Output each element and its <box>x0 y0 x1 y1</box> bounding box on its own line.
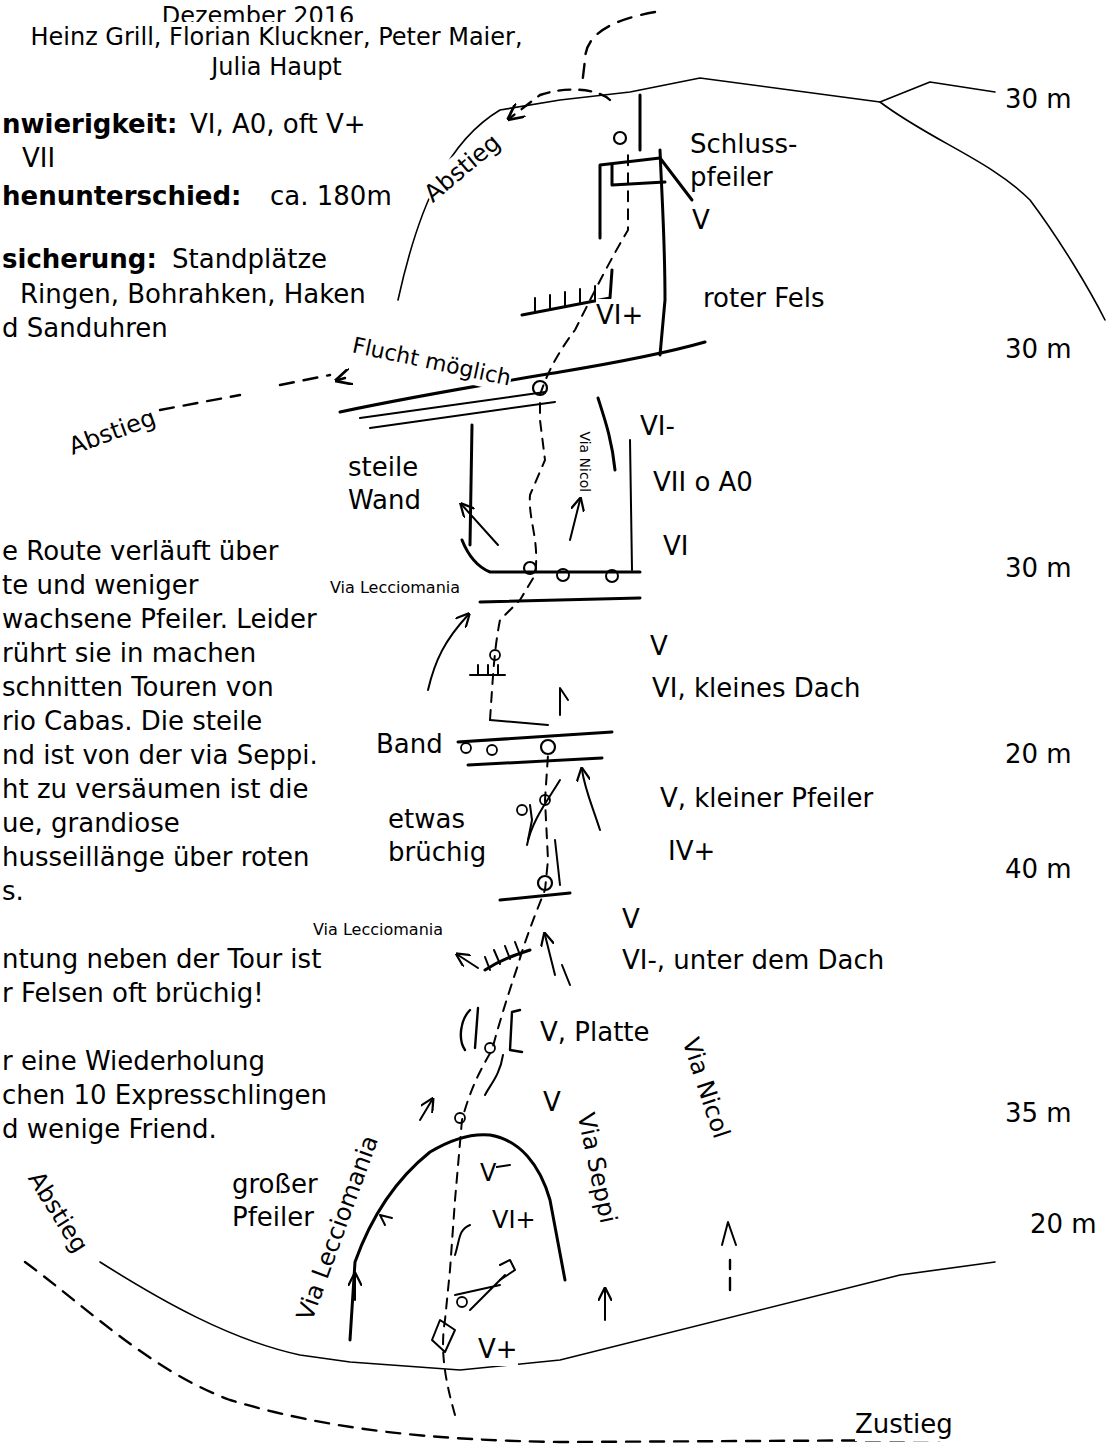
description-line: e Route verläuft über <box>2 535 279 568</box>
grade-label: V <box>650 630 668 663</box>
route-name: Via Seppi <box>571 1110 624 1226</box>
description-line: ht zu versäumen ist die <box>2 773 308 806</box>
pitch-length: 20 m <box>1005 738 1072 771</box>
description-line: nd ist von der via Seppi. <box>2 739 318 772</box>
grade-label: VI-, unter dem Dach <box>622 944 884 977</box>
info-text: VII <box>22 142 55 175</box>
route-name: Via Lecciomania <box>330 578 460 598</box>
warning-line: r Felsen oft brüchig! <box>2 977 264 1010</box>
info-heading: nwierigkeit: <box>2 108 177 141</box>
description-line: te und weniger <box>2 569 198 602</box>
grade-label: VI+ <box>596 299 643 332</box>
description-line: husseillänge über roten <box>2 841 310 874</box>
info-text: VI, A0, oft V+ <box>190 108 365 141</box>
pitch-length: 30 m <box>1005 333 1072 366</box>
grade-label: VI, kleines Dach <box>652 672 861 705</box>
grade-label: V <box>480 1158 496 1188</box>
gear-line: d wenige Friend. <box>2 1113 217 1146</box>
gear-line: chen 10 Expresschlingen <box>2 1079 327 1112</box>
info-heading: sicherung: <box>2 243 157 276</box>
description-line: rührt sie in machen <box>2 637 256 670</box>
pitch-length: 35 m <box>1005 1097 1072 1130</box>
grade-label: VI <box>663 530 688 563</box>
route-name: Via Nicol <box>676 1034 737 1142</box>
author-text: Heinz Grill, Florian Kluckner, Peter Mai… <box>4 22 549 82</box>
feature-label: Band <box>376 728 443 761</box>
pitch-length: 20 m <box>1030 1208 1097 1241</box>
descent-label: Abstieg <box>64 402 159 461</box>
grade-label: V, kleiner Pfeiler <box>660 782 873 815</box>
gear-line: r eine Wiederholung <box>2 1045 265 1078</box>
info-text: Standplätze <box>172 243 327 276</box>
pitch-length: 40 m <box>1005 853 1072 886</box>
feature-label: großer Pfeiler <box>232 1168 332 1233</box>
grade-label: V <box>543 1086 561 1119</box>
description-line: rio Cabas. Die steile <box>2 705 262 738</box>
grade-label: V, Platte <box>540 1016 650 1049</box>
feature-label: etwas brüchig <box>388 803 498 868</box>
info-heading: henunterschied: <box>2 180 242 213</box>
feature-label: roter Fels <box>703 282 824 315</box>
grade-label: VII o A0 <box>653 466 753 499</box>
description-line: wachsene Pfeiler. Leider <box>2 603 317 636</box>
descent-label: Abstieg <box>418 128 506 209</box>
description-line: s. <box>2 875 24 908</box>
grade-label: V <box>622 903 640 936</box>
description-line: schnitten Touren von <box>2 671 274 704</box>
feature-label: steile Wand <box>348 451 438 516</box>
grade-label: VI- <box>640 410 675 443</box>
grade-label: V+ <box>478 1333 518 1366</box>
pitch-length: 30 m <box>1005 552 1072 585</box>
route-name: Via Lecciomania <box>313 920 443 940</box>
grade-label: VI+ <box>492 1205 536 1235</box>
grade-label: V <box>692 204 710 237</box>
grade-label: IV+ <box>668 835 715 868</box>
info-text: Ringen, Bohrahken, Haken <box>20 278 366 311</box>
escape-label: Flucht möglich <box>350 332 514 392</box>
approach-label: Zustieg <box>855 1408 953 1441</box>
description-line: ue, grandiose <box>2 807 180 840</box>
warning-line: ntung neben der Tour ist <box>2 943 321 976</box>
info-text: d Sanduhren <box>2 312 168 345</box>
descent-label: Abstieg <box>21 1166 94 1258</box>
info-text: ca. 180m <box>270 180 392 213</box>
route-name: Via Nicol <box>575 432 593 493</box>
pitch-length: 30 m <box>1005 83 1072 116</box>
feature-label: Schluss- pfeiler <box>690 128 815 193</box>
